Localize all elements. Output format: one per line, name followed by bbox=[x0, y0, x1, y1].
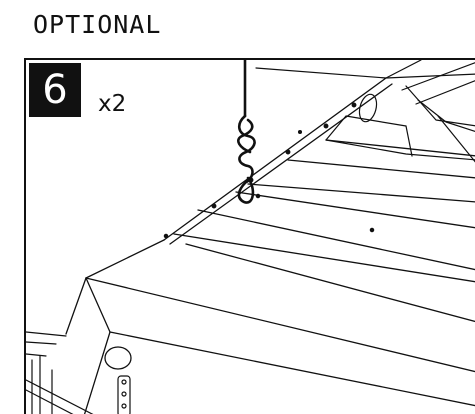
quantity-label: x2 bbox=[98, 91, 127, 117]
fixture-installation-illustration bbox=[26, 60, 475, 414]
fixture-lower-edge bbox=[26, 331, 94, 414]
mounting-bracket bbox=[163, 77, 393, 245]
step-number-badge: 6 bbox=[29, 63, 81, 117]
section-heading: OPTIONAL bbox=[33, 10, 162, 39]
step-illustration-panel: 6 x2 bbox=[24, 58, 475, 414]
chain-bracket bbox=[117, 375, 131, 414]
hanging-wire bbox=[237, 60, 256, 204]
fixture-body bbox=[65, 129, 475, 414]
